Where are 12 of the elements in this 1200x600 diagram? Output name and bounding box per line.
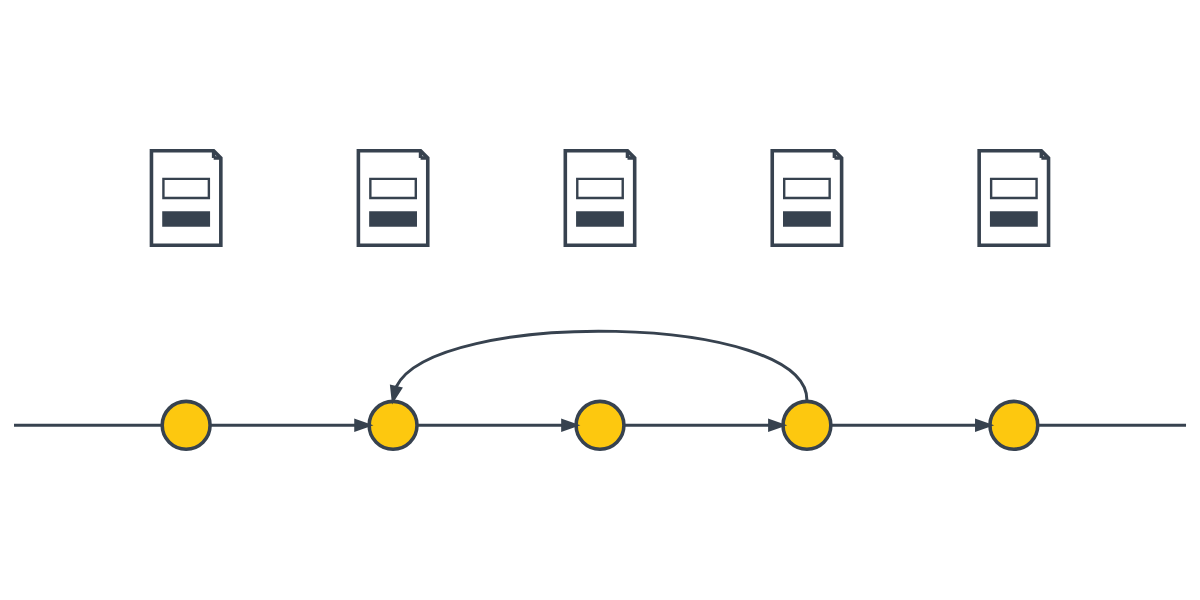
node-circle [781,399,833,451]
arrow [624,418,788,432]
connector [14,423,163,427]
node-circle [367,399,419,451]
arrow [831,418,995,432]
node-circle [160,399,212,451]
connector [1038,423,1187,427]
arrow [389,329,809,405]
node-circle [574,399,626,451]
arrow [210,418,374,432]
node-circle [988,399,1040,451]
arrow [417,418,581,432]
